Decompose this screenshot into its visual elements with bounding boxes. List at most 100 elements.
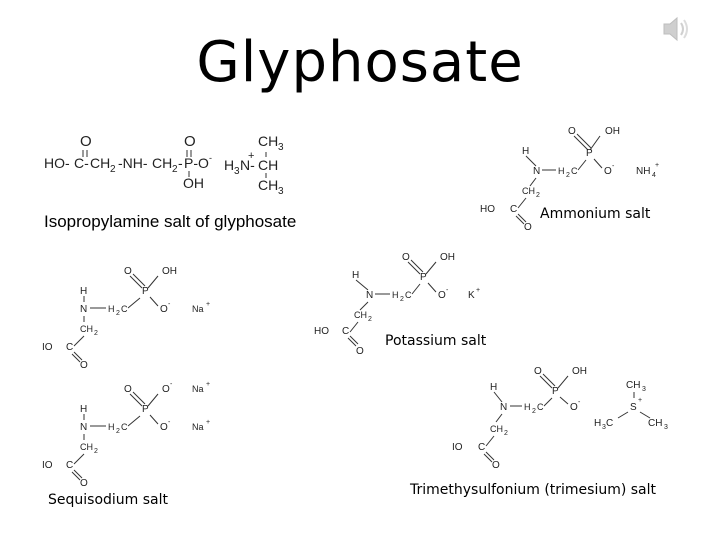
svg-text:2: 2 — [116, 428, 120, 435]
svg-text:-: - — [612, 163, 615, 170]
svg-text:O: O — [80, 360, 88, 371]
svg-text:O: O — [124, 266, 132, 277]
svg-text:2: 2 — [110, 164, 116, 175]
svg-text:C: C — [478, 442, 485, 453]
svg-text:4: 4 — [652, 172, 656, 179]
svg-text:O: O — [534, 366, 542, 377]
svg-text:IO: IO — [42, 342, 53, 353]
caption-trimesium: Trimethysulfonium (trimesium) salt — [410, 482, 657, 498]
svg-text:2: 2 — [532, 408, 536, 415]
svg-text:IO: IO — [42, 460, 53, 471]
svg-text:HO: HO — [314, 326, 329, 337]
svg-text:N: N — [500, 402, 507, 413]
svg-text:CH: CH — [80, 324, 93, 334]
speaker-icon[interactable] — [660, 12, 694, 46]
svg-text:NH: NH — [636, 166, 650, 177]
svg-text:H: H — [522, 146, 529, 157]
svg-text:C: C — [537, 402, 544, 412]
svg-text:O: O — [184, 133, 196, 150]
svg-text:N: N — [80, 422, 87, 433]
svg-text:2: 2 — [566, 172, 570, 179]
svg-text:+: + — [638, 397, 642, 404]
svg-text:O: O — [492, 460, 500, 471]
svg-text:C: C — [606, 418, 613, 429]
svg-text:OH: OH — [605, 126, 620, 137]
svg-text:CH: CH — [90, 155, 110, 171]
svg-text:2: 2 — [504, 430, 508, 437]
svg-text:P: P — [552, 386, 559, 397]
svg-text:C-: C- — [74, 155, 89, 171]
svg-text:2: 2 — [116, 310, 120, 317]
svg-text:O: O — [568, 126, 576, 137]
svg-text:CH: CH — [354, 310, 367, 320]
svg-text:Na: Na — [192, 304, 204, 314]
svg-text:O: O — [604, 166, 612, 177]
svg-text:O: O — [524, 222, 532, 233]
svg-text:OH: OH — [572, 366, 587, 377]
svg-text:CH: CH — [152, 155, 172, 171]
svg-text:3: 3 — [278, 186, 284, 197]
svg-text:+: + — [206, 419, 210, 426]
svg-text:Na: Na — [192, 422, 204, 432]
svg-text:N-: N- — [240, 157, 255, 173]
svg-text:H: H — [392, 290, 399, 300]
svg-text:-NH-: -NH- — [118, 155, 148, 171]
svg-text:O: O — [570, 402, 578, 413]
svg-text:H: H — [80, 286, 87, 297]
svg-text:-: - — [209, 153, 212, 163]
svg-text:O: O — [160, 304, 168, 315]
svg-text:IO: IO — [452, 442, 463, 453]
svg-text:3: 3 — [278, 142, 284, 153]
svg-text:S: S — [630, 402, 637, 413]
svg-text:H: H — [524, 402, 531, 412]
caption-sequisodium: Sequisodium salt — [48, 492, 168, 508]
svg-text:H: H — [490, 382, 497, 393]
svg-text:O: O — [80, 133, 92, 150]
svg-text:H: H — [108, 422, 115, 432]
svg-text:CH: CH — [522, 186, 535, 196]
svg-text:2: 2 — [172, 164, 178, 175]
svg-text:C: C — [121, 422, 128, 432]
svg-text:-: - — [168, 301, 171, 308]
svg-text:-: - — [446, 287, 449, 294]
svg-text:H: H — [224, 157, 234, 173]
svg-text:+: + — [476, 287, 480, 294]
svg-text:CH: CH — [626, 380, 640, 391]
svg-text:H: H — [108, 304, 115, 314]
svg-text:H: H — [80, 404, 87, 415]
svg-text:C: C — [405, 290, 412, 300]
svg-text:H: H — [352, 270, 359, 281]
svg-text:N: N — [80, 304, 87, 315]
svg-text:O: O — [160, 422, 168, 433]
svg-text:2: 2 — [94, 448, 98, 455]
svg-text:CH: CH — [648, 418, 662, 429]
svg-text:O: O — [162, 384, 170, 395]
svg-text:2: 2 — [368, 316, 372, 323]
svg-text:-: - — [170, 381, 173, 388]
svg-text:3: 3 — [642, 386, 646, 393]
caption-potassium: Potassium salt — [385, 333, 487, 349]
svg-text:P: P — [142, 404, 149, 415]
svg-text:-: - — [178, 155, 183, 171]
svg-text:CH: CH — [258, 157, 278, 173]
svg-text:O: O — [124, 384, 132, 395]
svg-text:P: P — [142, 286, 149, 297]
svg-text:HO: HO — [480, 204, 495, 215]
svg-text:2: 2 — [94, 330, 98, 337]
svg-text:H: H — [558, 166, 565, 176]
svg-text:N: N — [366, 290, 373, 301]
svg-text:3: 3 — [664, 424, 668, 431]
svg-text:OH: OH — [440, 252, 455, 263]
svg-text:O: O — [438, 290, 446, 301]
svg-text:C: C — [66, 460, 73, 471]
svg-text:-: - — [168, 419, 171, 426]
svg-text:HO-: HO- — [44, 155, 70, 171]
svg-text:P: P — [586, 148, 593, 159]
svg-text:C: C — [66, 342, 73, 353]
svg-text:3: 3 — [602, 424, 606, 431]
